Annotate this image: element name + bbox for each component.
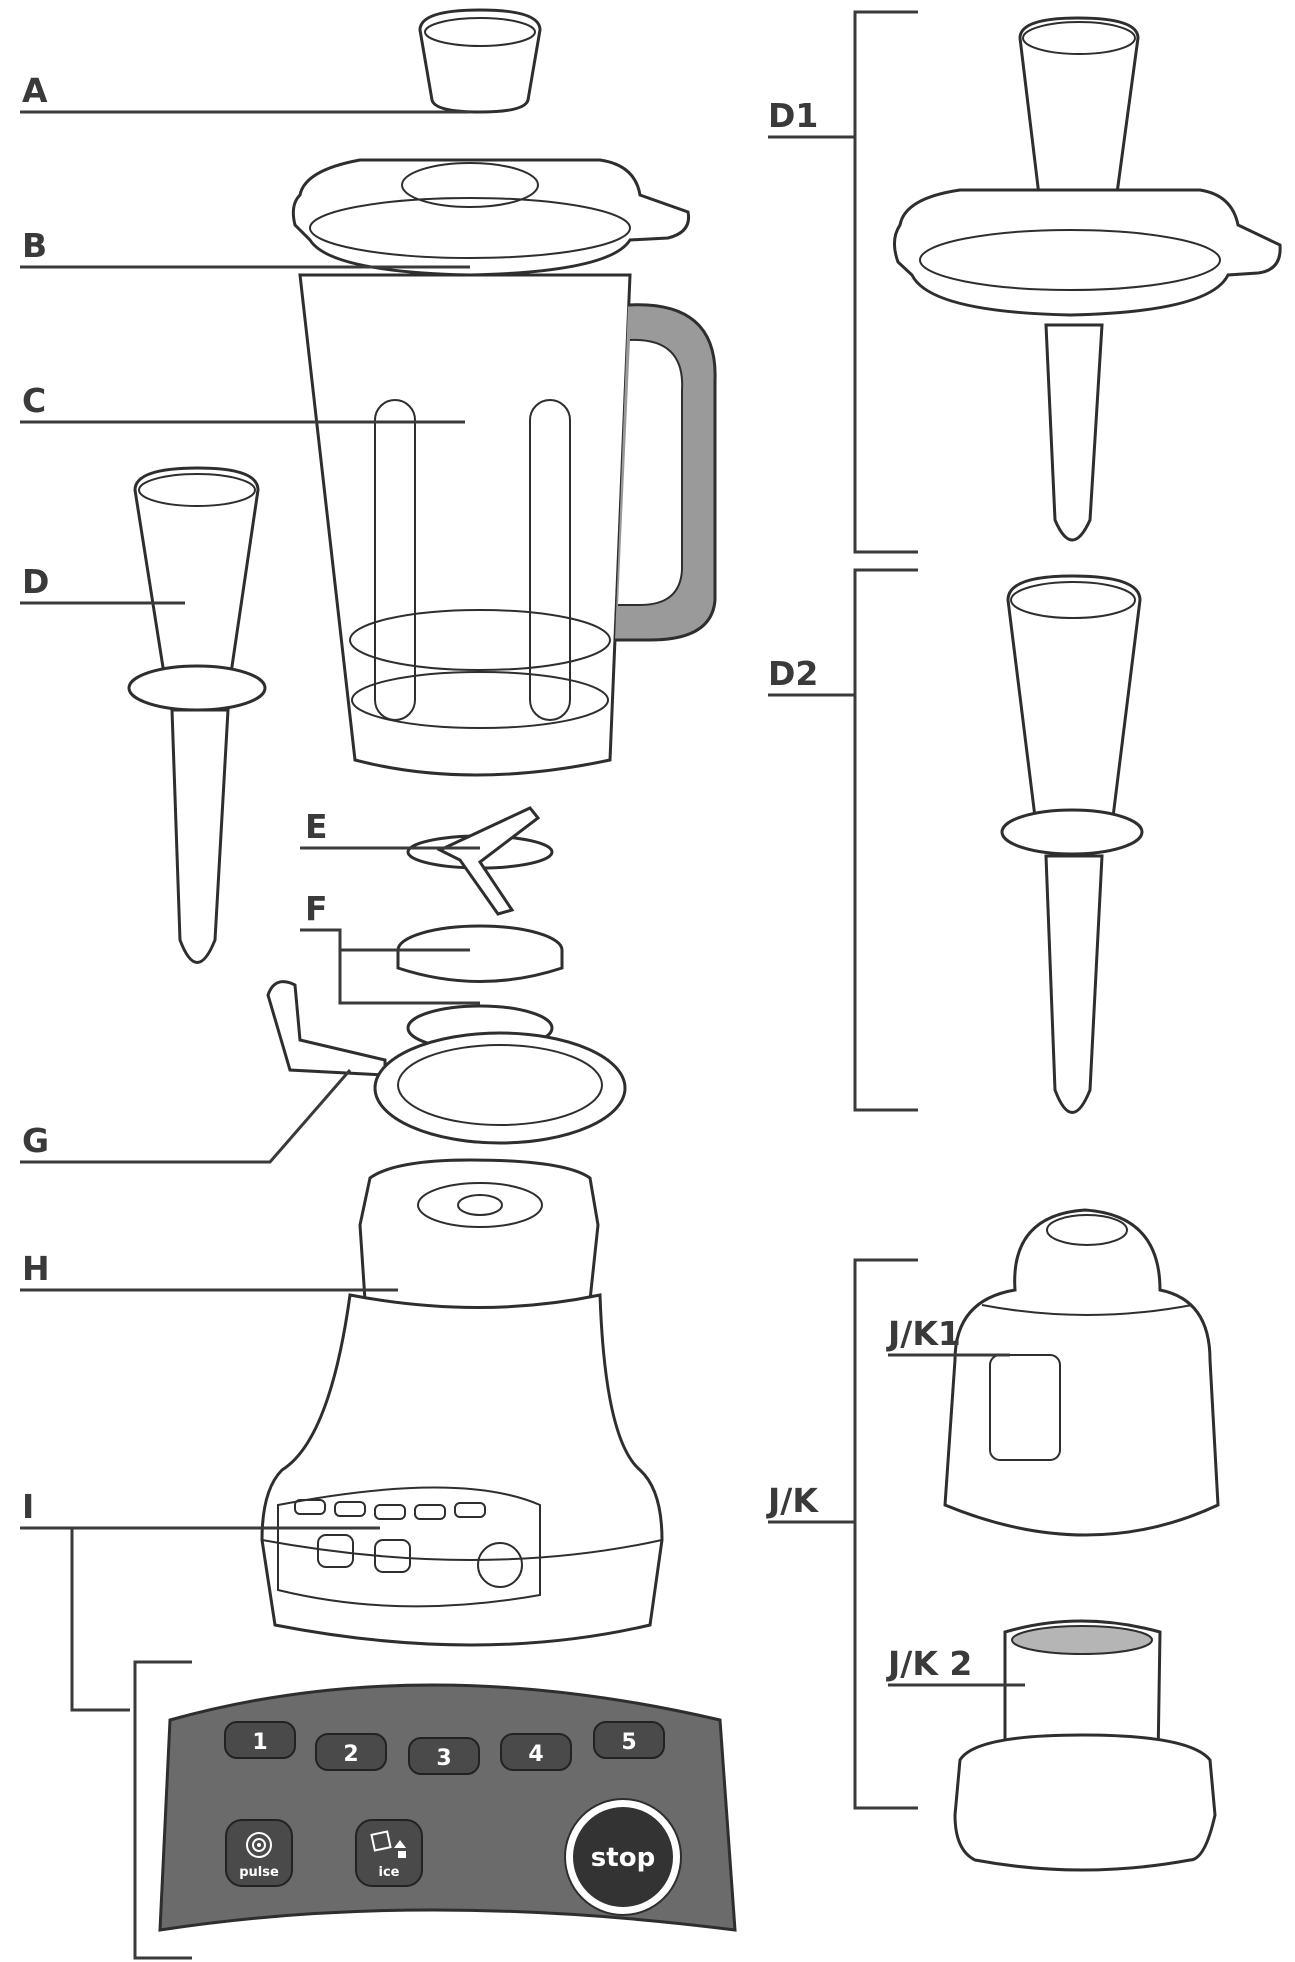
- part-d-tamper: [127, 466, 267, 964]
- part-i-control-panel-small: [277, 1486, 541, 1608]
- speed-button-2[interactable]: 2: [315, 1733, 387, 1771]
- part-a-measuring-cap: [418, 8, 542, 114]
- part-d1-lid-with-tamper: [893, 16, 1282, 542]
- control-panel-detail: 1 2 3 4 5 pulse: [158, 1683, 737, 1932]
- ice-label: ice: [379, 1865, 400, 1880]
- part-e-blade: [406, 806, 554, 916]
- speed-button-1-label: 1: [252, 1730, 267, 1755]
- label-b: B: [22, 226, 47, 265]
- part-h-motor-base: [260, 1158, 664, 1647]
- stop-label: stop: [591, 1843, 655, 1873]
- label-jk2: J/K 2: [886, 1644, 972, 1683]
- label-jk: J/K: [766, 1481, 819, 1520]
- label-d2: D2: [768, 654, 818, 693]
- part-g-base-ring: [266, 980, 627, 1145]
- label-e: E: [305, 807, 328, 846]
- label-a: A: [22, 71, 48, 110]
- ice-button[interactable]: ice: [355, 1819, 423, 1887]
- part-jk1-grinder-cover: [943, 1208, 1220, 1537]
- leader-lines: [20, 10, 1025, 1960]
- pulse-label: pulse: [239, 1865, 279, 1880]
- speed-button-3-label: 3: [436, 1746, 451, 1771]
- speed-button-5-label: 5: [621, 1730, 636, 1755]
- part-c-jar: [298, 273, 717, 777]
- part-b-lid: [291, 158, 691, 277]
- speed-button-4-label: 4: [528, 1742, 543, 1767]
- part-labels: A B C D E F G H I D1 D2 J/K J/K1 J/K 2: [22, 71, 972, 1683]
- label-i: I: [22, 1487, 34, 1526]
- part-f-blade-assembly: [396, 924, 564, 1052]
- ice-icon: [370, 1830, 406, 1858]
- label-d: D: [22, 562, 49, 601]
- label-f: F: [305, 889, 328, 928]
- label-d1: D1: [768, 96, 818, 135]
- label-h: H: [22, 1249, 50, 1288]
- speed-button-2-label: 2: [343, 1742, 358, 1767]
- label-c: C: [22, 381, 46, 420]
- speed-button-5[interactable]: 5: [593, 1721, 665, 1759]
- part-jk2-grinder-jar: [953, 1619, 1217, 1872]
- stop-button[interactable]: stop: [564, 1798, 682, 1916]
- label-g: G: [22, 1121, 49, 1160]
- speed-button-1[interactable]: 1: [224, 1721, 296, 1759]
- pulse-button[interactable]: pulse: [225, 1819, 293, 1887]
- speed-button-4[interactable]: 4: [500, 1733, 572, 1771]
- part-d2-tamper: [1000, 574, 1144, 1114]
- speed-button-3[interactable]: 3: [408, 1737, 480, 1775]
- pulse-icon: [246, 1832, 272, 1858]
- label-jk1: J/K1: [886, 1314, 961, 1353]
